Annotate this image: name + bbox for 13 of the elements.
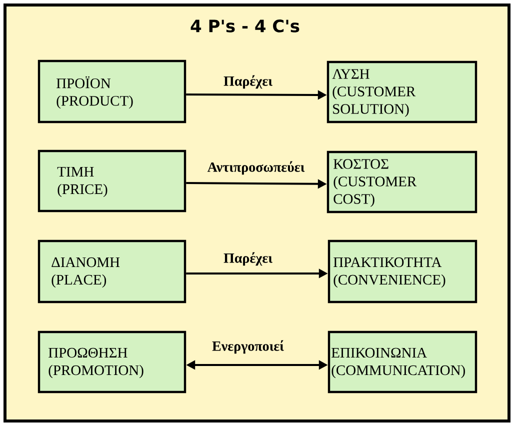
edge-label: Αντιπροσωπεύει	[206, 160, 306, 176]
title: 4 P's - 4 C's	[190, 20, 300, 32]
concept-box: ΤΙΜΗ (PRICE)	[38, 150, 186, 212]
concept-box: ΠΡΟΩΘΗΣΗ (PROMOTION)	[38, 330, 186, 394]
concept-box: ΠΡΑΚΤΙΚΟΤΗΤΑ (CONVENIENCE)	[328, 240, 478, 304]
concept-box: ΕΠΙΚΟΙΝΩΝΙΑ (COMMUNICATION)	[328, 330, 478, 394]
concept-box: ΛΥΣΗ (CUSTOMER SOLUTION)	[326, 60, 478, 124]
concept-box: ΠΡΟΪΟΝ (PRODUCT)	[38, 60, 186, 124]
edge-label: Ενεργοποιεί	[211, 339, 285, 355]
concept-box: ΚΟΣΤΟΣ (CUSTOMER COST)	[326, 150, 478, 214]
edge-label: Παρέχει	[222, 251, 274, 267]
edge-label: Παρέχει	[222, 74, 274, 90]
concept-box: ΔΙΑΝΟΜΗ (PLACE)	[38, 240, 186, 304]
